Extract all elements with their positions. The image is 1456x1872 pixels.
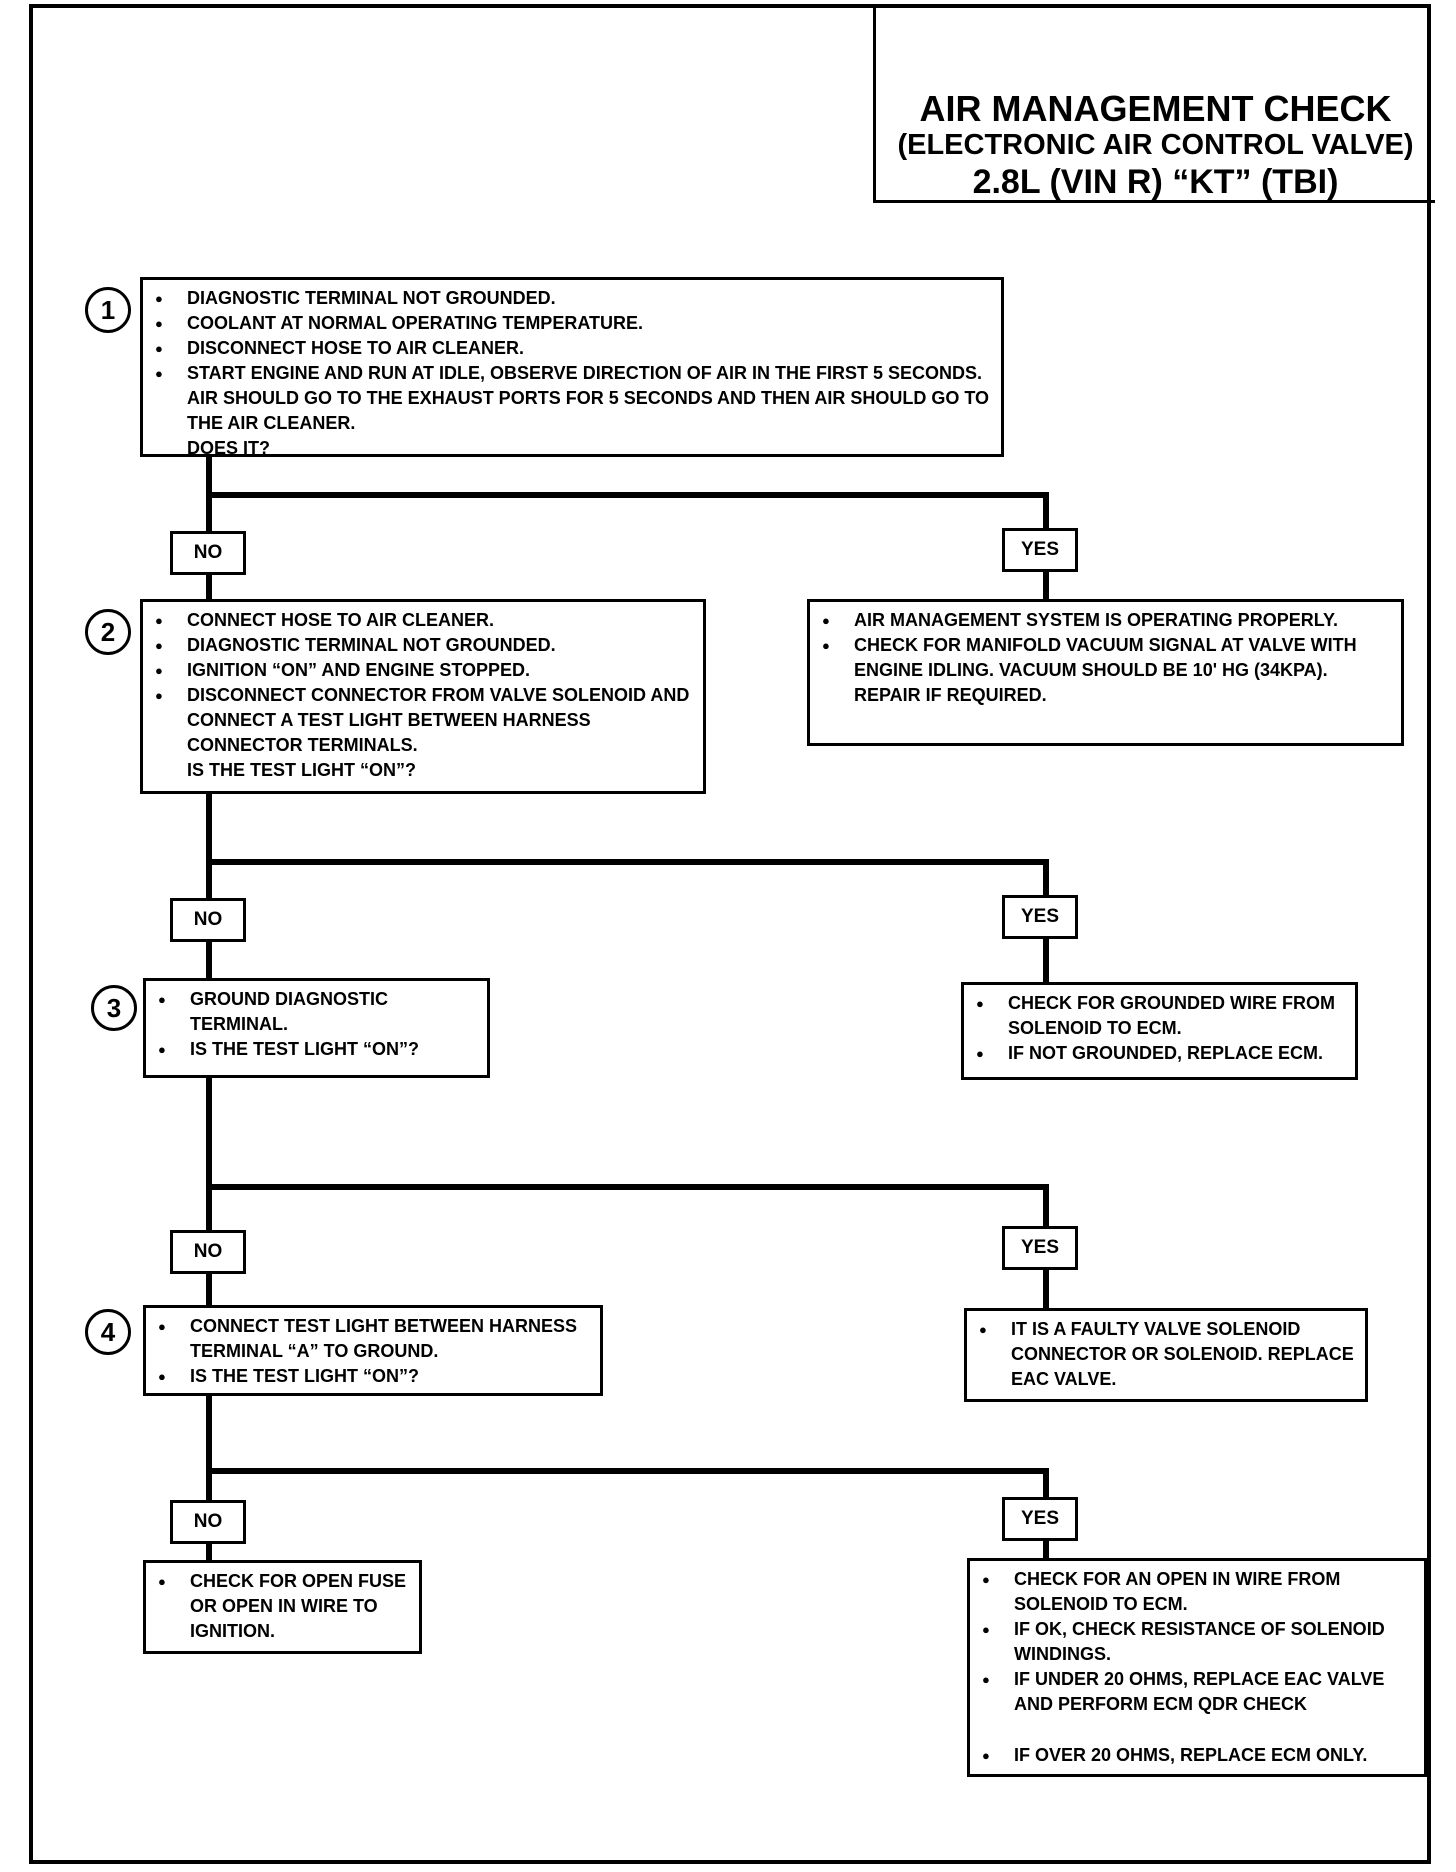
step-1-question: DOES IT? (187, 438, 271, 458)
step-4-item: IS THE TEST LIGHT “ON”? (156, 1364, 590, 1389)
result-no-4-box: CHECK FOR OPEN FUSE OR OPEN IN WIRE TO I… (143, 1560, 422, 1654)
step-1-item: DISCONNECT HOSE TO AIR CLEANER. (153, 336, 991, 361)
connector-line (206, 454, 212, 599)
step-2-item: DISCONNECT CONNECTOR FROM VALVE SOLENOID… (153, 683, 693, 758)
no-label-2: NO (170, 898, 246, 942)
step-2-item: CONNECT HOSE TO AIR CLEANER. (153, 608, 693, 633)
connector-line (206, 492, 1049, 498)
step-3-item: GROUND DIAGNOSTIC TERMINAL. (156, 987, 477, 1037)
step-2-question: IS THE TEST LIGHT “ON”? (187, 760, 416, 780)
step-2-box: CONNECT HOSE TO AIR CLEANER. DIAGNOSTIC … (140, 599, 706, 794)
result-yes-1-box: AIR MANAGEMENT SYSTEM IS OPERATING PROPE… (807, 599, 1404, 746)
connector-line (206, 1394, 212, 1560)
diagram-frame (29, 4, 1431, 1864)
step-4-item: CONNECT TEST LIGHT BETWEEN HARNESS TERMI… (156, 1314, 590, 1364)
no-label-3: NO (170, 1230, 246, 1274)
no-label-1: NO (170, 531, 246, 575)
result-yes-4-box: CHECK FOR AN OPEN IN WIRE FROM SOLENOID … (967, 1558, 1427, 1777)
step-1-item: COOLANT AT NORMAL OPERATING TEMPERATURE. (153, 311, 991, 336)
result-yes-3-item: IT IS A FAULTY VALVE SOLENOID CONNECTOR … (977, 1317, 1355, 1392)
connector-line (206, 859, 1049, 865)
step-number-4: 4 (85, 1309, 131, 1355)
title-line-3: 2.8L (VIN R) “KT” (TBI) (972, 163, 1339, 201)
step-number-2: 2 (85, 609, 131, 655)
no-label-4: NO (170, 1500, 246, 1544)
result-yes-3-box: IT IS A FAULTY VALVE SOLENOID CONNECTOR … (964, 1308, 1368, 1402)
result-yes-2-item: CHECK FOR GROUNDED WIRE FROM SOLENOID TO… (974, 991, 1345, 1041)
yes-label-4: YES (1002, 1497, 1078, 1541)
step-1-box: DIAGNOSTIC TERMINAL NOT GROUNDED. COOLAN… (140, 277, 1004, 458)
step-3-box: GROUND DIAGNOSTIC TERMINAL. IS THE TEST … (143, 978, 490, 1078)
step-4-box: CONNECT TEST LIGHT BETWEEN HARNESS TERMI… (143, 1305, 603, 1396)
yes-label-2: YES (1002, 895, 1078, 939)
step-1-item: DIAGNOSTIC TERMINAL NOT GROUNDED. (153, 286, 991, 311)
step-2-item: IGNITION “ON” AND ENGINE STOPPED. (153, 658, 693, 683)
result-yes-2-box: CHECK FOR GROUNDED WIRE FROM SOLENOID TO… (961, 982, 1358, 1080)
result-yes-4-item: IF OVER 20 OHMS, REPLACE ECM ONLY. (980, 1743, 1414, 1768)
title-line-1: AIR MANAGEMENT CHECK (919, 88, 1392, 129)
step-number-1: 1 (85, 287, 131, 333)
result-yes-2-item: IF NOT GROUNDED, REPLACE ECM. (974, 1041, 1345, 1066)
result-yes-1-item: AIR MANAGEMENT SYSTEM IS OPERATING PROPE… (820, 608, 1391, 633)
yes-label-1: YES (1002, 528, 1078, 572)
yes-label-3: YES (1002, 1226, 1078, 1270)
result-yes-4-item: IF UNDER 20 OHMS, REPLACE EAC VALVE AND … (980, 1667, 1414, 1717)
step-number-3: 3 (91, 985, 137, 1031)
title-line-2: (ELECTRONIC AIR CONTROL VALVE) (897, 129, 1414, 161)
result-yes-1-item: CHECK FOR MANIFOLD VACUUM SIGNAL AT VALV… (820, 633, 1391, 708)
result-yes-4-item: IF OK, CHECK RESISTANCE OF SOLENOID WIND… (980, 1617, 1414, 1667)
connector-line (206, 1184, 1049, 1190)
step-2-item: DIAGNOSTIC TERMINAL NOT GROUNDED. (153, 633, 693, 658)
result-no-4-item: CHECK FOR OPEN FUSE OR OPEN IN WIRE TO I… (156, 1569, 409, 1644)
connector-line (206, 1076, 212, 1314)
result-yes-4-item: CHECK FOR AN OPEN IN WIRE FROM SOLENOID … (980, 1567, 1414, 1617)
step-3-item: IS THE TEST LIGHT “ON”? (156, 1037, 477, 1062)
title-block: AIR MANAGEMENT CHECK (ELECTRONIC AIR CON… (873, 4, 1435, 203)
connector-line (206, 791, 212, 981)
step-1-item: START ENGINE AND RUN AT IDLE, OBSERVE DI… (153, 361, 991, 436)
connector-line (206, 1468, 1049, 1474)
